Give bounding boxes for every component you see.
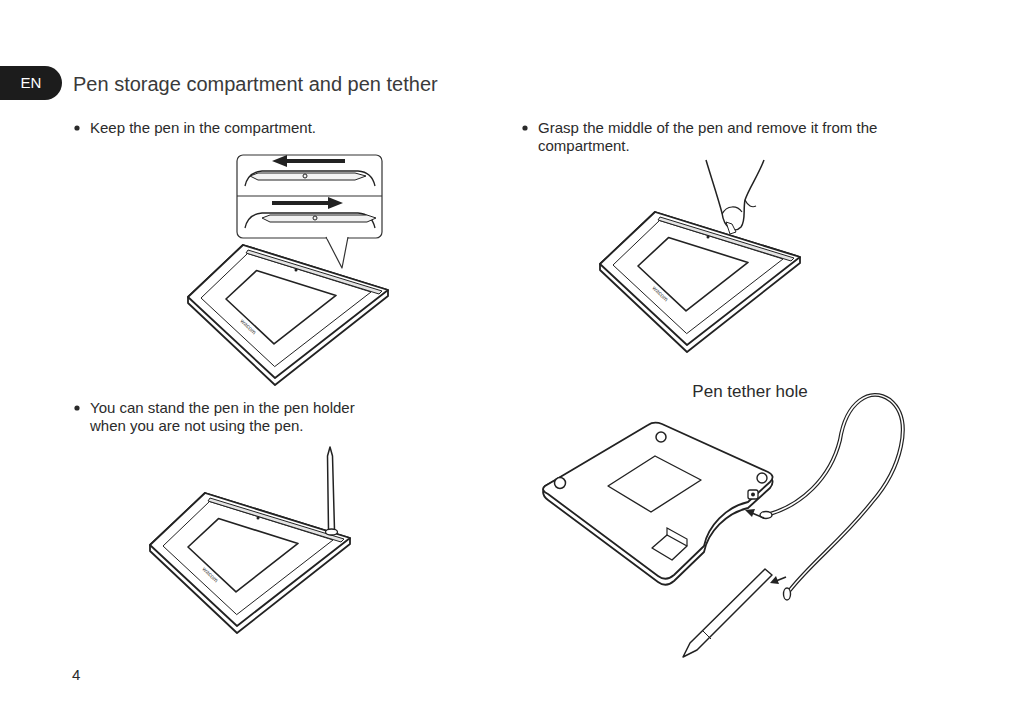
tablet-drawing bbox=[188, 245, 388, 385]
tether-cord bbox=[760, 395, 903, 600]
instruction-text: You can stand the pen in the pen holder … bbox=[90, 399, 390, 435]
language-tab: EN bbox=[0, 66, 62, 100]
instruction-text: Keep the pen in the compartment. bbox=[90, 119, 390, 137]
tablet-back-drawing bbox=[543, 423, 772, 585]
pointer-arrow bbox=[745, 509, 786, 584]
page-title: Pen storage compartment and pen tether bbox=[73, 72, 438, 96]
bullet bbox=[522, 125, 527, 130]
tablet-drawing bbox=[600, 212, 800, 352]
pen-holder bbox=[326, 529, 338, 535]
bullet bbox=[74, 125, 79, 130]
pen-drawing bbox=[683, 569, 772, 657]
pen-detail bbox=[703, 631, 711, 639]
callout-label: Pen tether hole bbox=[650, 382, 850, 402]
page-number: 4 bbox=[72, 666, 112, 684]
tablet-drawing bbox=[150, 493, 350, 633]
pen-drawing bbox=[328, 447, 335, 530]
instruction-text: Grasp the middle of the pen and remove i… bbox=[538, 119, 930, 155]
tab-label: EN bbox=[21, 74, 42, 92]
hand-drawing bbox=[706, 160, 764, 234]
bullet bbox=[74, 405, 79, 410]
